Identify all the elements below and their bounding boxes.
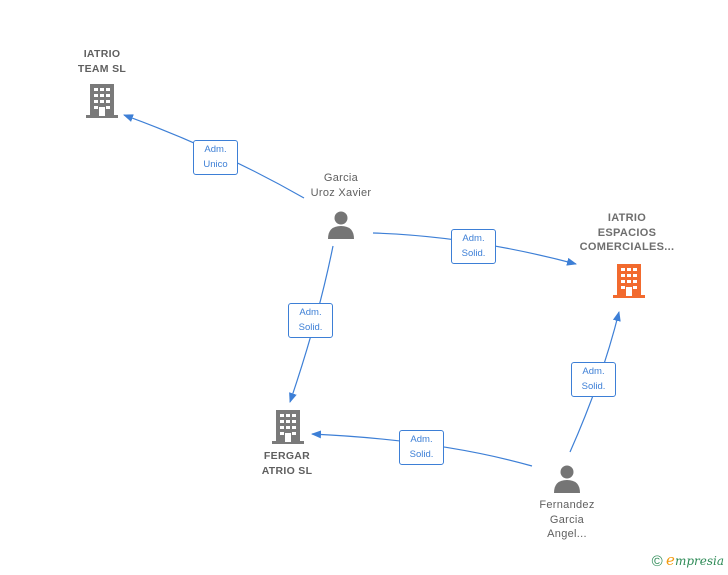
edge-label-adm-solid[interactable]: Adm. Solid.: [571, 362, 616, 397]
company-label-iatrio-team: IATRIO TEAM SL: [77, 48, 127, 75]
person-icon[interactable]: [552, 464, 582, 494]
edge-label-adm-unico[interactable]: Adm. Unico: [193, 140, 238, 175]
copyright-icon: ©: [651, 553, 663, 570]
edge-label-adm-solid[interactable]: Adm. Solid.: [288, 303, 333, 338]
building-icon[interactable]: [613, 263, 645, 299]
company-label-fergar-atrio: FERGAR ATRIO SL: [261, 450, 313, 477]
person-label-garcia-uroz: Garcia Uroz Xavier: [310, 172, 372, 199]
edge-label-adm-solid[interactable]: Adm. Solid.: [399, 430, 444, 465]
building-icon[interactable]: [86, 83, 118, 119]
edge-label-adm-solid[interactable]: Adm. Solid.: [451, 229, 496, 264]
empresia-watermark[interactable]: © empresia: [652, 551, 724, 570]
building-icon[interactable]: [272, 409, 304, 445]
person-icon[interactable]: [326, 210, 356, 240]
person-label-fernandez-garcia: Fernandez Garcia Angel...: [539, 499, 595, 540]
company-label-iatrio-espacios: IATRIO ESPACIOS COMERCIALES...: [579, 212, 675, 253]
brand-logo-e: e: [666, 551, 675, 569]
brand-logo-text: mpresia: [674, 554, 724, 568]
